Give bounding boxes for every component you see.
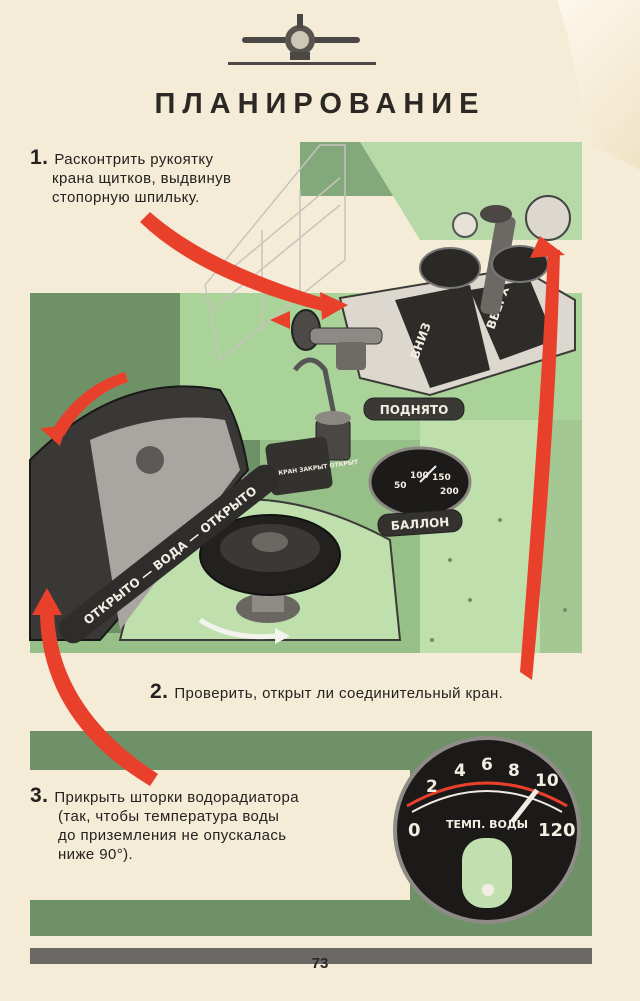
- temp-scale-6: 6: [481, 755, 493, 775]
- gauge-needle: [510, 788, 539, 824]
- temp-left-value: 0: [408, 820, 421, 841]
- footer-bar: [30, 948, 592, 964]
- instruction-2: 2. Проверить, открыт ли соединительный кр…: [150, 680, 610, 703]
- instruction-1: 1. Расконтрить рукоятку крана щитков, выд…: [30, 146, 310, 207]
- instruction-1-line-3: стопорную шпильку.: [52, 189, 200, 206]
- top-right-valve[interactable]: [525, 195, 571, 241]
- arrow-2-icon: [520, 250, 560, 680]
- crank-arrow-icon: [270, 311, 290, 329]
- svg-text:БАЛЛОН: БАЛЛОН: [390, 515, 449, 533]
- instruction-1-number: 1.: [30, 146, 49, 169]
- window-frame: [204, 144, 346, 362]
- red-arrows: [32, 212, 565, 786]
- shutter-curve-arrow-icon: [52, 372, 128, 436]
- instruction-3-line-3: до приземления не опускалась: [58, 827, 287, 844]
- header-rule: [228, 62, 376, 65]
- instruction-3-line-4: ниже 90°).: [58, 846, 134, 863]
- instruction-3-number: 3.: [30, 784, 49, 807]
- water-temperature-gauge: 2 4 6 8 10 0 120 ТЕМП. ВОДЫ: [393, 736, 581, 924]
- plaque-cylinder: БАЛЛОН: [377, 509, 463, 537]
- temp-scale-10: 10: [535, 771, 559, 791]
- pressure-gauge: 50 100 150 200: [368, 446, 472, 518]
- instruction-1-line-1: Расконтрить рукоятку: [54, 151, 214, 168]
- instruction-1-line-2: крана щитков, выдвинув: [52, 170, 232, 187]
- instruction-2-line-1: Проверить, открыт ли соединительный кран…: [174, 685, 504, 702]
- plaque-raised: ПОДНЯТО: [363, 397, 465, 421]
- stop-pin-crank[interactable]: [291, 309, 383, 370]
- flap-crane-box: ВНИЗ ВВЕРХ: [338, 205, 576, 397]
- white-arrow-icon: [198, 617, 276, 640]
- temp-scale-2: 2: [426, 777, 438, 797]
- temp-scale-4: 4: [454, 761, 466, 781]
- instruction-3-line-2: (так, чтобы температура воды: [58, 808, 280, 825]
- temp-right-value: 120: [538, 820, 576, 841]
- water-valve-knob[interactable]: [199, 514, 341, 596]
- svg-text:150: 150: [432, 473, 451, 483]
- temp-gauge-label: ТЕМП. ВОДЫ: [446, 818, 528, 831]
- svg-text:200: 200: [440, 487, 459, 497]
- page-number: 73: [311, 955, 329, 972]
- airplane-icon: [242, 14, 360, 60]
- svg-text:ПОДНЯТО: ПОДНЯТО: [380, 403, 449, 417]
- temp-scale-8: 8: [508, 761, 520, 781]
- instruction-3-line-1: Прикрыть шторки водорадиатора: [54, 789, 299, 806]
- instruction-3: 3. Прикрыть шторки водорадиатора (так, чт…: [30, 784, 360, 864]
- svg-text:100: 100: [410, 471, 429, 481]
- page-title: ПЛАНИРОВАНИЕ: [154, 88, 486, 120]
- arrow-1-icon: [140, 212, 330, 312]
- arrow-3-icon: [40, 610, 158, 786]
- instruction-2-number: 2.: [150, 680, 169, 703]
- svg-text:50: 50: [394, 481, 407, 491]
